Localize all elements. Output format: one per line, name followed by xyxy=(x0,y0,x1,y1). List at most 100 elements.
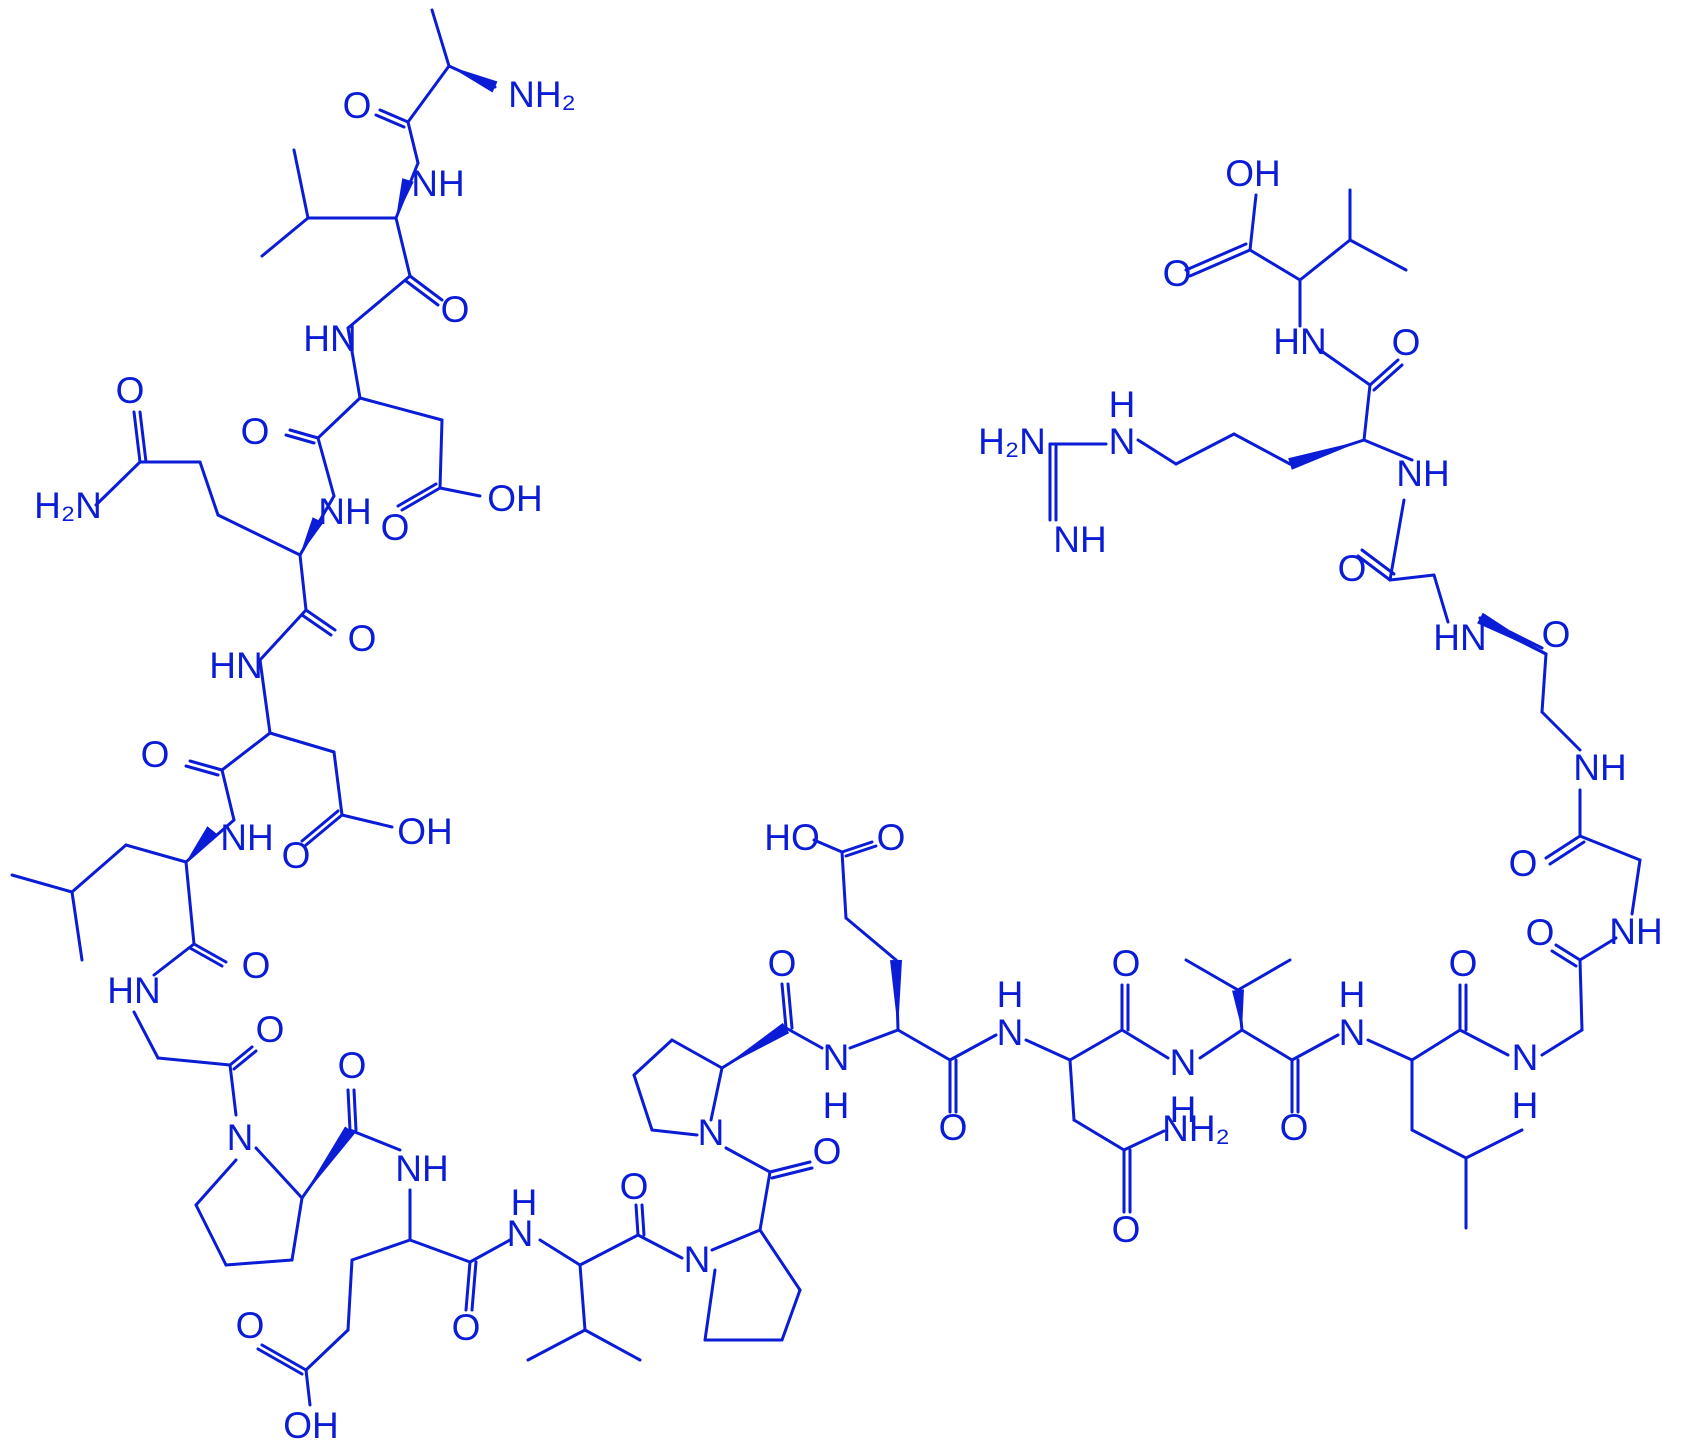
bond-line xyxy=(374,113,406,129)
bond-line xyxy=(640,1203,646,1237)
bond-line xyxy=(632,1073,654,1132)
bond-line xyxy=(156,1056,232,1067)
atom-label: H xyxy=(1170,1089,1197,1130)
atom-label: O xyxy=(1338,548,1367,589)
bond-line xyxy=(254,1146,304,1200)
bond-line xyxy=(1368,358,1400,387)
bond-line xyxy=(1120,1028,1170,1060)
atom-label: N xyxy=(997,1012,1024,1053)
bond-line xyxy=(224,1258,294,1267)
bond-line xyxy=(1540,1028,1584,1057)
atom-label: O xyxy=(1280,1107,1309,1148)
bond-line xyxy=(152,942,196,977)
bond-line xyxy=(844,844,878,858)
bond-line xyxy=(1362,383,1372,442)
atom-label: H xyxy=(997,974,1024,1015)
atom-label: N xyxy=(227,1117,254,1158)
bond-line xyxy=(188,759,224,772)
bond-line xyxy=(786,982,794,1030)
atom-label: H₂N xyxy=(34,485,102,526)
atom-label: O xyxy=(939,1107,968,1148)
atom-label: NH₂ xyxy=(1162,1108,1230,1149)
bond-line xyxy=(258,658,272,735)
bond-line xyxy=(1184,242,1248,272)
atom-label: H₂N xyxy=(978,421,1046,462)
bond-line xyxy=(292,148,310,220)
bond-line xyxy=(396,482,438,508)
stereo-wedge xyxy=(722,1022,790,1068)
bond-line xyxy=(304,1328,350,1372)
bond-line xyxy=(220,768,236,822)
bond-line xyxy=(578,1233,640,1267)
bond-line xyxy=(346,274,412,330)
atom-label: O xyxy=(381,507,410,548)
bond-line xyxy=(260,1343,308,1372)
bond-line xyxy=(304,608,337,632)
stereo-wedge xyxy=(186,826,217,862)
bond-line xyxy=(138,410,148,464)
bond-line xyxy=(194,1203,228,1267)
bond-line xyxy=(840,850,848,920)
bond-line xyxy=(350,1238,412,1262)
bond-line xyxy=(348,1128,402,1152)
bond-line xyxy=(260,216,310,258)
bond-line xyxy=(1188,248,1252,278)
bond-line xyxy=(670,1038,724,1070)
bond-line xyxy=(840,840,874,854)
bond-line xyxy=(1248,193,1258,252)
bond-line xyxy=(1318,348,1372,387)
bond-line xyxy=(758,1170,772,1232)
atom-label: H xyxy=(511,1182,538,1223)
bond-line xyxy=(1578,936,1618,962)
bond-line xyxy=(300,613,333,637)
bond-line xyxy=(526,1328,587,1362)
bond-line xyxy=(298,553,308,612)
bond-line xyxy=(184,818,236,864)
bond-line xyxy=(438,486,482,498)
atom-label: H xyxy=(823,1085,850,1126)
bond-line xyxy=(780,1288,802,1342)
bond-line xyxy=(1232,432,1292,466)
bond-line xyxy=(408,274,444,302)
bond-line xyxy=(346,326,362,400)
bond-line xyxy=(709,1066,724,1122)
atom-label: O xyxy=(242,945,271,986)
atom-label: O xyxy=(348,618,377,659)
bond-line xyxy=(1464,1128,1524,1160)
bond-line xyxy=(1122,1129,1166,1152)
bond-line xyxy=(1432,573,1450,624)
bond-line xyxy=(848,1028,900,1050)
bond-line xyxy=(538,1238,582,1267)
bond-line xyxy=(198,460,220,517)
bond-line xyxy=(1240,1028,1294,1062)
bond-line xyxy=(710,1228,762,1252)
atom-label: NH xyxy=(1609,911,1662,952)
atom-label: H xyxy=(1339,974,1366,1015)
bond-line xyxy=(1068,1028,1124,1062)
atom-label: O xyxy=(241,411,270,452)
atom-label: OH xyxy=(397,811,453,852)
bond-line xyxy=(632,1038,674,1077)
atom-label: O xyxy=(256,1009,285,1050)
bond-line xyxy=(400,486,442,512)
atom-label: N xyxy=(698,1112,725,1153)
bond-line xyxy=(1024,1038,1072,1062)
bond-line xyxy=(1174,432,1236,466)
stereo-wedge xyxy=(396,178,414,218)
atom-label: OH xyxy=(487,478,543,519)
bond-line xyxy=(1362,438,1414,462)
bond-line xyxy=(650,1128,699,1137)
bond-line xyxy=(430,8,451,68)
atom-label: O xyxy=(620,1166,649,1207)
bond-line xyxy=(1544,834,1582,860)
bond-lines xyxy=(10,8,1642,1407)
atom-label: O xyxy=(1112,943,1141,984)
bond-line xyxy=(1410,1028,1462,1062)
bond-line xyxy=(346,1258,354,1332)
atom-label: NH xyxy=(1573,747,1626,788)
atom-label: N xyxy=(823,1037,850,1078)
bond-line xyxy=(300,809,340,843)
stereo-wedge xyxy=(890,959,902,1030)
atom-label: O xyxy=(1509,843,1538,884)
